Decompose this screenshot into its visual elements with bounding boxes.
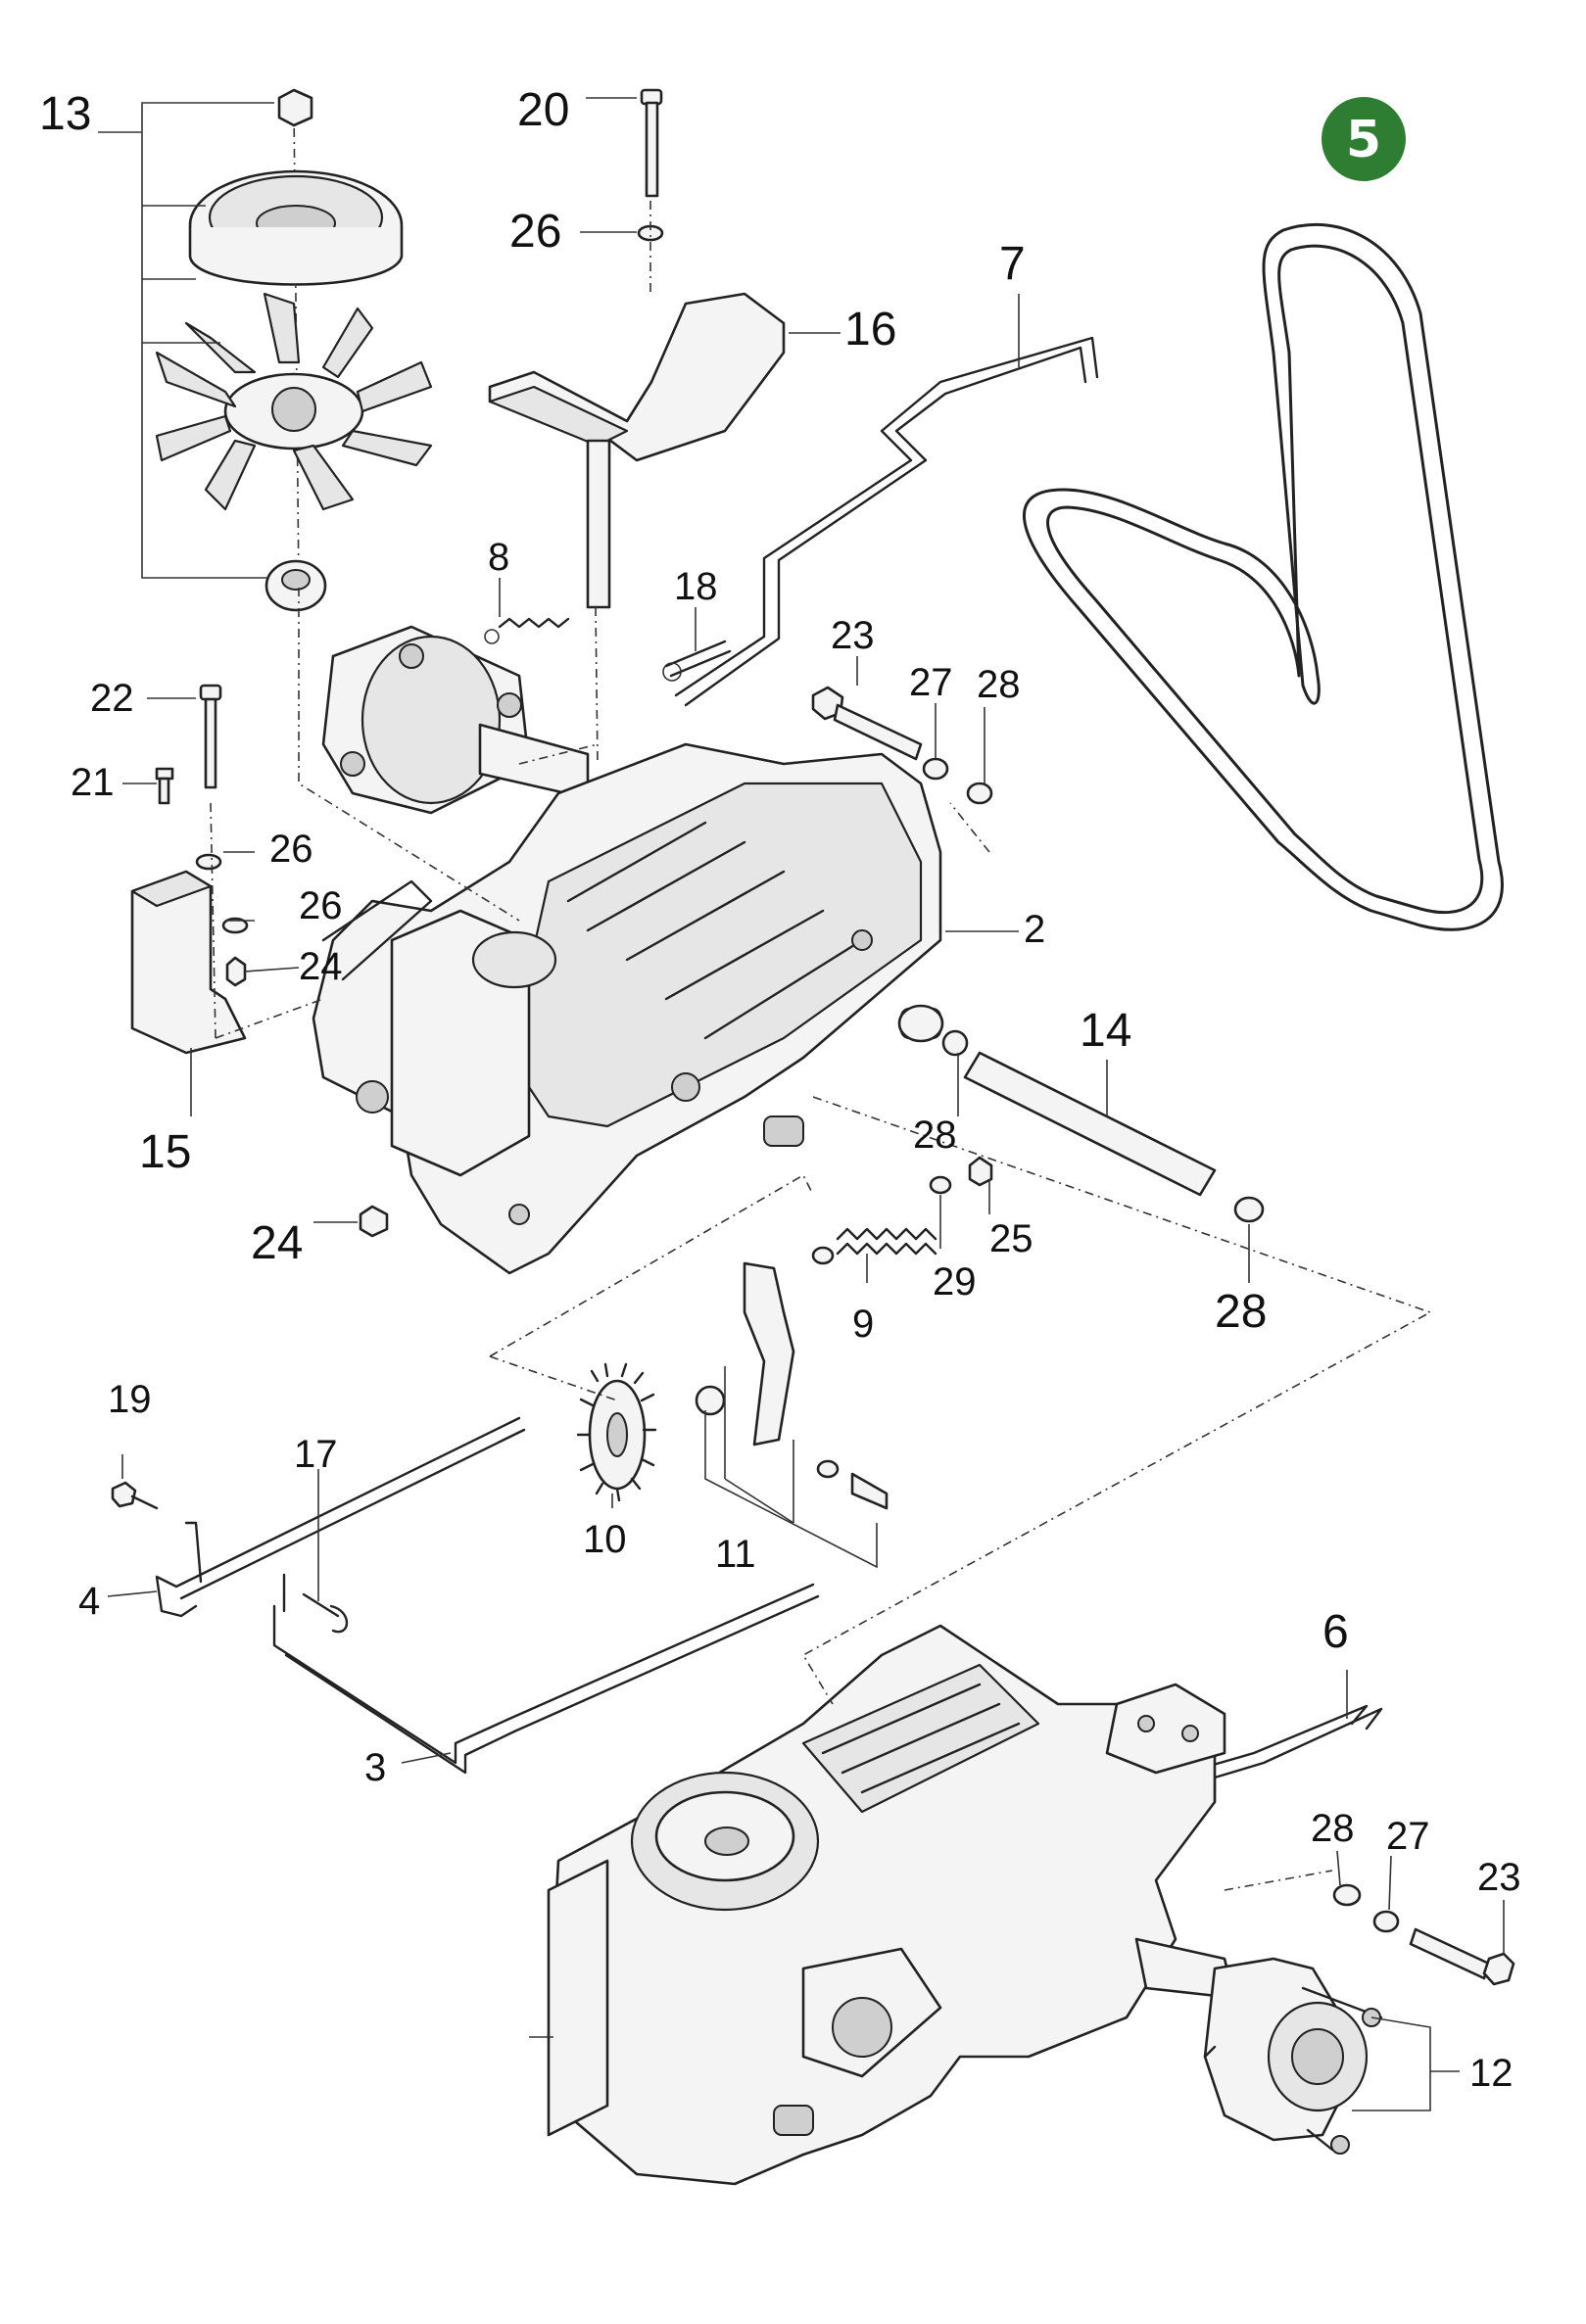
lower-transmission-assembly [547,1624,1236,2186]
callout-2: 2 [1024,908,1045,951]
badge-circle [1322,97,1406,181]
bolt-19 [111,1481,159,1510]
callout-3: 3 [364,1746,386,1789]
spring-9 [811,1156,993,1265]
axle-bolt-upper [811,686,993,805]
callout-24-lower: 24 [251,1217,303,1269]
callout-26-left-b: 26 [299,884,343,927]
bracket-assembly [488,88,786,765]
callout-24-left: 24 [299,945,343,988]
callout-numbers: 13 20 26 16 7 8 18 23 27 28 22 21 26 26 … [39,84,1521,2095]
callout-13: 13 [39,88,91,140]
mount-bracket [130,684,249,1055]
callout-26-top: 26 [509,206,561,258]
callout-23-top: 23 [831,614,875,657]
callout-18: 18 [674,565,718,608]
callout-27-lower: 27 [1386,1815,1430,1858]
upper-axle-hub [321,625,590,815]
badge-label: 5 [1346,111,1381,169]
callout-6: 6 [1322,1606,1349,1658]
callout-12: 12 [1469,2052,1514,2095]
callout-27-top: 27 [909,661,953,704]
callout-25: 25 [989,1217,1033,1260]
shift-rod [674,336,1099,707]
lever-11 [695,1261,889,1510]
rod-4 [155,1416,526,1618]
callout-21: 21 [71,761,115,804]
callout-28-mid: 28 [913,1114,957,1157]
nut-24 [359,1205,389,1238]
drive-belt [1022,222,1504,931]
rod-14 [897,1004,1265,1223]
upper-transmission-housing [312,742,942,1275]
callout-8: 8 [488,536,509,579]
callout-29: 29 [933,1260,977,1304]
callout-28-right: 28 [1215,1286,1267,1338]
callout-14: 14 [1080,1005,1131,1057]
pulley-fan-assembly [155,88,433,612]
callout-15: 15 [139,1126,191,1178]
lower-axle-hub [1203,1883,1515,2155]
pin-18 [662,640,732,682]
callout-4: 4 [78,1580,100,1623]
callout-28-top: 28 [977,663,1021,706]
callout-7: 7 [999,238,1026,290]
callout-28-lower: 28 [1311,1807,1355,1850]
assembly-lines [215,588,1432,1891]
part-5-badge: 5 [1322,97,1406,181]
leader-lines [98,97,1505,2111]
callout-20: 20 [517,84,569,136]
callout-19: 19 [108,1378,152,1421]
callout-11: 11 [715,1533,756,1576]
callout-16: 16 [844,304,896,356]
callout-10: 10 [583,1518,627,1561]
gear-10 [576,1362,657,1502]
callout-23-lower: 23 [1477,1856,1521,1899]
rod-3 [272,1583,820,1775]
spring-8 [484,617,570,644]
callout-22: 22 [90,677,134,720]
callout-9: 9 [852,1303,874,1346]
pin-17 [282,1573,349,1634]
callout-17: 17 [294,1433,338,1476]
callout-26-left-a: 26 [269,828,313,871]
